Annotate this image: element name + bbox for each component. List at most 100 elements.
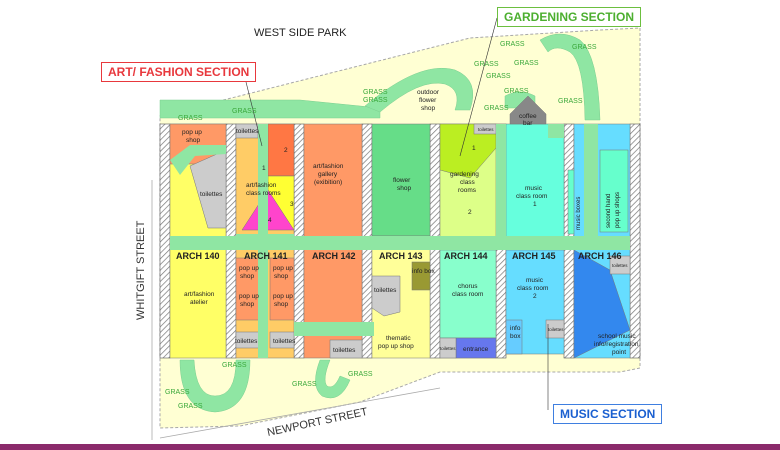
music-room1-n1: 1: [533, 201, 537, 208]
toilettes-143: [371, 275, 401, 317]
popup-141d-l2: shop: [274, 301, 288, 308]
music-room1-l2: class room: [516, 193, 547, 200]
grass-label: GRASS: [484, 105, 509, 112]
garden-rooms-l1: gardening: [450, 171, 479, 178]
grass-label: GRASS: [486, 73, 511, 80]
garden-rooms-l2: class: [460, 179, 476, 186]
popup-141a-l1: pop up: [239, 265, 259, 272]
popup-141b-l2: shop: [274, 273, 288, 280]
fashion-n1: 1: [262, 165, 266, 172]
atelier-l2: atelier: [190, 299, 209, 306]
toilettes-140-label: toilettes: [200, 191, 223, 198]
popup-141d-l1: pop up: [273, 293, 293, 300]
grass-label: GRASS: [500, 41, 525, 48]
fashion-rooms-l2: class rooms: [246, 190, 281, 197]
gallery-l1: art/fashion: [313, 163, 344, 170]
toilettes-141b-label: toilettes: [273, 338, 296, 345]
music-room2-l1: music: [526, 277, 544, 284]
toilettes-141-top-label: toilettes: [236, 128, 259, 135]
arch-140-label: ARCH 140: [176, 251, 220, 261]
toilettes-144-label: toilettes: [440, 346, 456, 351]
street-whitgift: WHITGIFT STREET: [135, 220, 147, 320]
fashion-n2: 2: [284, 147, 288, 154]
toilettes-146: [609, 255, 631, 275]
atelier-l1: art/fashion: [184, 291, 215, 298]
coffee-l2: bar: [523, 120, 533, 127]
popup-140-l2: shop: [186, 137, 200, 144]
grass-label: GRASS: [165, 389, 190, 396]
second-hand-shops: [599, 149, 629, 233]
outdoor-l3: shop: [421, 105, 435, 112]
second-hand-l1: second hand: [606, 194, 612, 228]
outdoor-l1: outdoor: [417, 89, 440, 96]
art-section-leader: [244, 77, 263, 147]
gallery-l3: (exibition): [314, 179, 342, 186]
grass-label: GRASS: [514, 60, 539, 67]
fashion-n4: 4: [268, 217, 272, 224]
toilettes-141a-label: toilettes: [235, 338, 258, 345]
info-145-l1: info: [510, 325, 521, 332]
toilettes-146-label: toilettes: [612, 263, 628, 268]
flower-shop-l2: shop: [397, 185, 411, 192]
gallery-l2: gallery: [318, 171, 338, 178]
toilettes-140: [189, 149, 227, 229]
grass-label: GRASS: [178, 403, 203, 410]
art-section-label: ART/ FASHION SECTION: [101, 62, 257, 82]
arch-146-label: ARCH 146: [578, 251, 622, 261]
thematic-l2: pop up shop: [378, 343, 414, 350]
arch-145-label: ARCH 145: [512, 251, 556, 261]
popup-141a-l2: shop: [240, 273, 254, 280]
grass-label: GRASS: [504, 88, 529, 95]
gardening-section-label: GARDENING SECTION: [497, 7, 642, 27]
music-boxes-label: music boxes: [576, 197, 582, 230]
newport-street-edge: [159, 387, 441, 439]
music-room2-n2: 2: [533, 293, 537, 300]
school-music-l2: info/registration: [594, 341, 639, 348]
toilettes-144: [439, 337, 457, 359]
arch-144-label: ARCH 144: [444, 251, 488, 261]
garden-rooms-l3: rooms: [458, 187, 477, 194]
toilettes-142: [329, 339, 363, 359]
chorus-l1: chorus: [458, 283, 478, 290]
popup-shop-141-b: [269, 257, 295, 321]
toilettes-145-label: toilettes: [548, 327, 564, 332]
grass-label: GRASS: [363, 89, 388, 96]
chorus-room-144: [439, 249, 497, 339]
fashion-rooms-l1: art/fashion: [246, 182, 277, 189]
grass-label: GRASS: [348, 371, 373, 378]
grass-label: GRASS: [558, 98, 583, 105]
grass-label: GRASS: [178, 115, 203, 122]
popup-shop-141-a: [235, 257, 261, 321]
music-section-label: MUSIC SECTION: [553, 404, 663, 424]
school-music-l1: school music: [598, 333, 636, 340]
arch-140-path: [170, 145, 226, 175]
arch-141-label: ARCH 141: [244, 251, 288, 261]
popup-140-l1: pop up: [182, 129, 202, 136]
fashion-n3: 3: [290, 201, 294, 208]
grass-label: GRASS: [474, 61, 499, 68]
music-room1-l1: music: [525, 185, 543, 192]
toilettes-141-b: [269, 331, 295, 349]
arch-143-label: ARCH 143: [379, 251, 423, 261]
internal-paths: [170, 124, 630, 336]
toilettes-142-label: toilettes: [333, 347, 356, 354]
school-music-l3: point: [612, 349, 626, 356]
flower-shop-143: [371, 123, 431, 237]
music-info-point: [573, 249, 631, 359]
music-room2-l2: class room: [517, 285, 548, 292]
grass-label: GRASS: [292, 381, 317, 388]
arch-142-label: ARCH 142: [312, 251, 356, 261]
music-room-1: [505, 123, 565, 239]
toilettes-143-label: toilettes: [374, 287, 397, 294]
flower-shop-l1: flower: [393, 177, 411, 184]
entrance-label: entrance: [463, 346, 489, 353]
grass-label: GRASS: [232, 108, 257, 115]
info-box-143: [411, 261, 431, 291]
grass-label: GRASS: [363, 97, 388, 104]
grass-label: GRASS: [222, 362, 247, 369]
info-box-145: [505, 319, 523, 355]
second-hand-l2: pop up shops: [615, 192, 621, 228]
toilettes-gardening-label: toilettes: [478, 127, 494, 132]
